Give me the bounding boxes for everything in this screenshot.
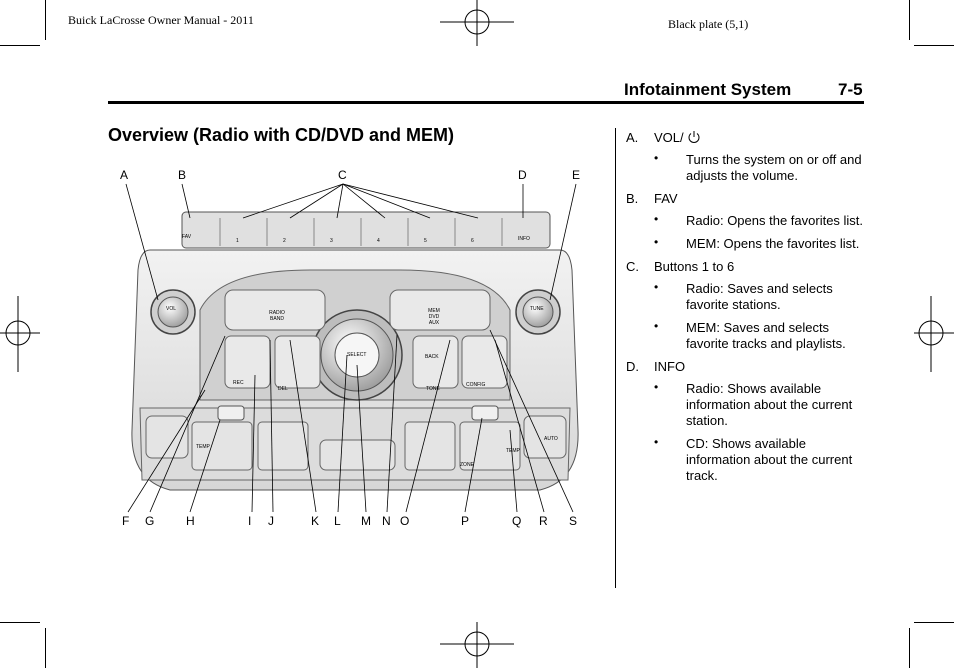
crop-mark	[0, 45, 40, 46]
callout-a: A	[120, 168, 129, 182]
preset-5-label: 5	[424, 238, 427, 244]
item-label: FAV	[654, 191, 678, 206]
preset-2-label: 2	[283, 238, 286, 244]
section-title: Infotainment System	[624, 80, 792, 99]
preset-1-label: 1	[236, 238, 239, 244]
bullet-dot: •	[654, 280, 659, 294]
bullet: •Radio: Saves and selects favorite stati…	[654, 280, 833, 312]
preset-6-label: 6	[471, 238, 474, 244]
crop-mark	[914, 622, 954, 623]
callout-o: O	[400, 514, 410, 528]
item-a: A. VOL/ •Turns the system on or off and a…	[626, 130, 866, 184]
info-button-label: INFO	[518, 236, 530, 242]
bullet-dot: •	[654, 380, 659, 394]
bullet: •Turns the system on or off and adjusts …	[654, 151, 862, 183]
bullet-dot: •	[654, 319, 659, 333]
crop-mark	[909, 0, 910, 40]
overview-heading: Overview (Radio with CD/DVD and MEM)	[108, 125, 455, 145]
bullet: •CD: Shows available information about t…	[654, 435, 853, 483]
select-knob-label: SELECT	[347, 352, 367, 358]
callout-s: S	[569, 514, 578, 528]
page-number: 7-5	[838, 80, 863, 99]
rec-button-label: REC	[233, 380, 244, 386]
zone-button-label: ZONE	[460, 462, 474, 468]
radio-figure: A B C D E F G H I J K L M N O P Q R S FA…	[110, 160, 595, 535]
bullet: •MEM: Opens the favorites list.	[654, 235, 860, 251]
radio-faceplate-illustration	[125, 183, 579, 513]
config-button-label: CONFIG	[466, 382, 486, 388]
temp-left-label: TEMP	[196, 444, 210, 450]
bullet: •Radio: Opens the favorites list.	[654, 212, 864, 228]
callout-j: J	[268, 514, 274, 528]
bullet-dot: •	[654, 212, 659, 226]
power-icon	[688, 131, 700, 143]
item-label: Buttons 1 to 6	[654, 259, 735, 274]
radio-band-label: RADIO BAND	[269, 310, 285, 322]
item-c: C. Buttons 1 to 6 •Radio: Saves and selec…	[626, 259, 866, 352]
preset-4-label: 4	[377, 238, 380, 244]
callout-c: C	[338, 168, 347, 182]
callout-p: P	[461, 514, 470, 528]
mem-dvd-aux-label: MEM DVD AUX	[428, 308, 440, 326]
control-description-list: A. VOL/ •Turns the system on or off and a…	[626, 130, 866, 491]
callout-f: F	[122, 514, 130, 528]
registration-mark	[440, 622, 514, 668]
callout-r: R	[539, 514, 548, 528]
callout-q: Q	[512, 514, 522, 528]
registration-mark	[0, 296, 40, 372]
crop-mark	[45, 0, 46, 40]
callout-l: L	[334, 514, 341, 528]
back-button-label: BACK	[425, 354, 439, 360]
tone-button-label: TONE	[426, 386, 440, 392]
callout-h: H	[186, 514, 195, 528]
bullet-dot: •	[654, 151, 659, 165]
bullet-dot: •	[654, 235, 659, 249]
item-label: VOL/	[654, 130, 684, 145]
registration-mark	[440, 0, 514, 46]
callout-e: E	[572, 168, 581, 182]
crop-mark	[45, 628, 46, 668]
manual-title: Buick LaCrosse Owner Manual - 2011	[68, 13, 254, 27]
crop-mark	[914, 45, 954, 46]
crop-mark	[0, 622, 40, 623]
item-letter: B.	[626, 191, 639, 206]
auto-button-label: AUTO	[544, 436, 558, 442]
plate-label: Black plate (5,1)	[668, 17, 749, 31]
callout-d: D	[518, 168, 527, 182]
item-label: INFO	[654, 359, 686, 374]
callout-n: N	[382, 514, 391, 528]
callout-i: I	[248, 514, 252, 528]
callout-g: G	[145, 514, 155, 528]
fav-button-label: FAV	[182, 234, 192, 240]
bullet-dot: •	[654, 435, 659, 449]
temp-right-label: TEMP	[506, 448, 520, 454]
preset-3-label: 3	[330, 238, 333, 244]
crop-mark	[909, 628, 910, 668]
bullet: •MEM: Saves and selects favorite tracks …	[654, 319, 846, 351]
bullet: •Radio: Shows available information abou…	[654, 380, 853, 428]
callout-m: M	[361, 514, 371, 528]
item-b: B.FAV •Radio: Opens the favorites list. …	[626, 191, 866, 252]
del-button-label: DEL	[278, 386, 288, 392]
registration-mark	[914, 296, 954, 372]
header-rule	[108, 101, 864, 104]
callout-b: B	[178, 168, 187, 182]
item-d: D. INFO •Radio: Shows available informati…	[626, 359, 866, 484]
item-letter: D.	[626, 359, 639, 374]
item-letter: C.	[626, 259, 639, 274]
column-divider	[615, 128, 616, 588]
item-letter: A.	[626, 130, 639, 145]
callout-k: K	[311, 514, 320, 528]
tune-knob-label: TUNE	[530, 306, 544, 312]
vol-knob-label: VOL	[166, 306, 177, 312]
